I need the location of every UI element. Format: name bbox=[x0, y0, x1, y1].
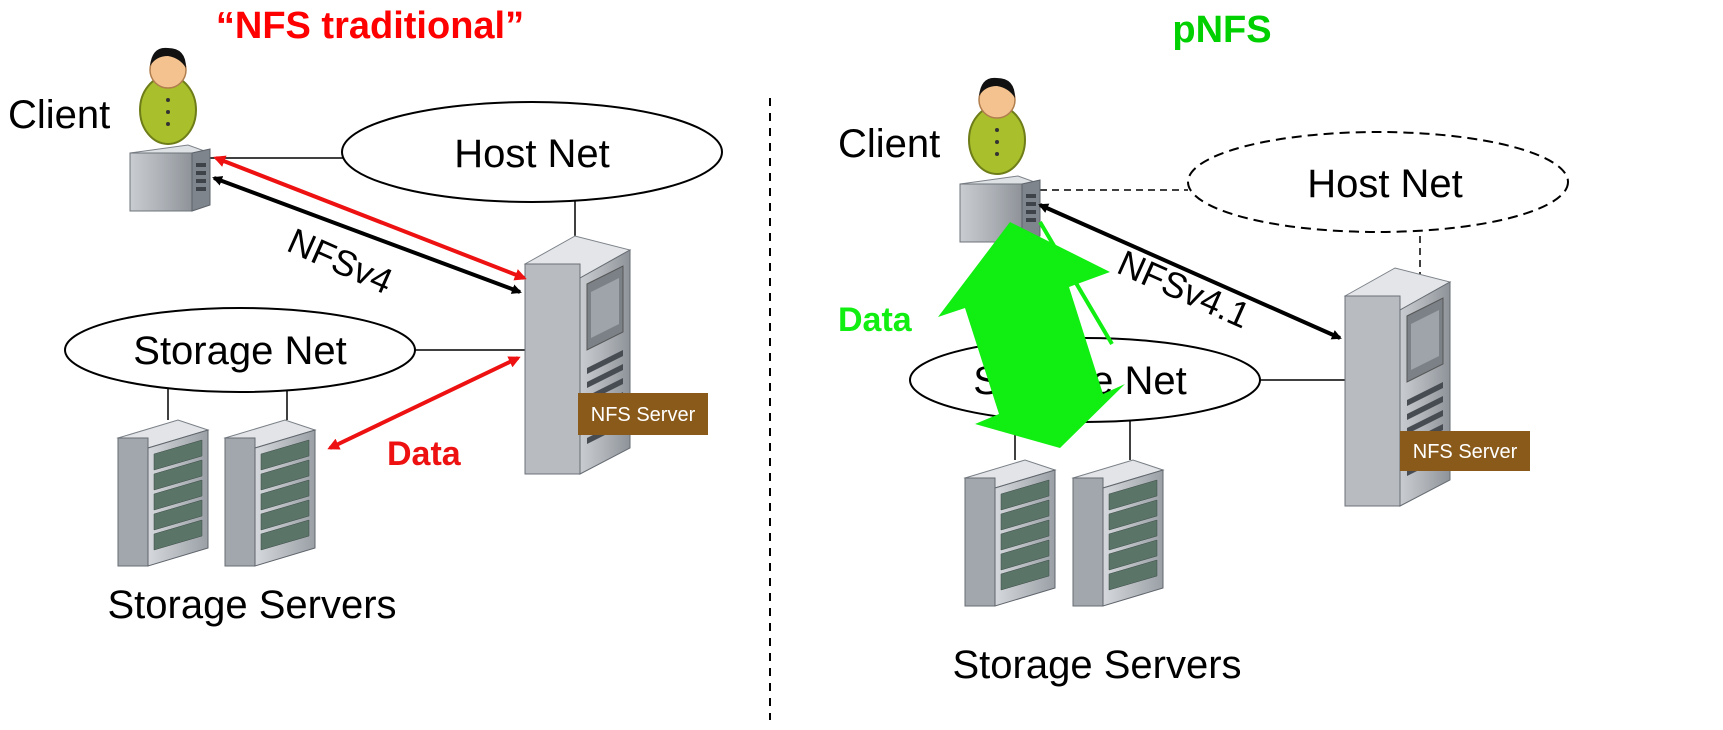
data-arrow-red bbox=[327, 356, 521, 450]
protocol-label: NFSv4.1 bbox=[1112, 242, 1257, 336]
storage-net-label: Storage Net bbox=[133, 329, 346, 373]
client-computer-icon bbox=[129, 144, 211, 212]
client-person-icon bbox=[968, 76, 1026, 175]
storage-servers-label: Storage Servers bbox=[107, 583, 396, 627]
nfs-server-badge bbox=[578, 393, 708, 435]
nfs-server-badge-label: NFS Server bbox=[1413, 441, 1518, 463]
storage-rack-icon bbox=[1072, 459, 1164, 607]
nfsv41-arrow-black bbox=[1038, 203, 1342, 340]
left-title: “NFS traditional” bbox=[216, 5, 524, 47]
host-net-label: Host Net bbox=[454, 132, 610, 176]
right-title: pNFS bbox=[1172, 9, 1271, 51]
host-net-label: Host Net bbox=[1307, 162, 1463, 206]
data-double-arrow bbox=[938, 222, 1125, 448]
client-label: Client bbox=[838, 122, 940, 166]
client-label: Client bbox=[8, 93, 110, 137]
left-panel: “NFS traditional” Host Net Storage Net C… bbox=[8, 5, 723, 627]
right-panel: pNFS Host Net Storage Net Client NFS Ser… bbox=[838, 9, 1569, 687]
storage-rack-icon bbox=[117, 419, 209, 567]
data-label: Data bbox=[838, 301, 913, 339]
storage-servers-label: Storage Servers bbox=[952, 643, 1241, 687]
nfsv4-arrow-black bbox=[212, 176, 522, 294]
protocol-label: NFSv4 bbox=[282, 220, 399, 302]
nfs-server-badge-label: NFS Server bbox=[591, 404, 696, 426]
nfs-server-icon bbox=[524, 235, 631, 475]
storage-rack-icon bbox=[224, 419, 316, 567]
client-person-icon bbox=[139, 46, 197, 145]
nfs-server-badge bbox=[1400, 431, 1530, 471]
data-label: Data bbox=[387, 435, 462, 473]
storage-rack-icon bbox=[964, 459, 1056, 607]
